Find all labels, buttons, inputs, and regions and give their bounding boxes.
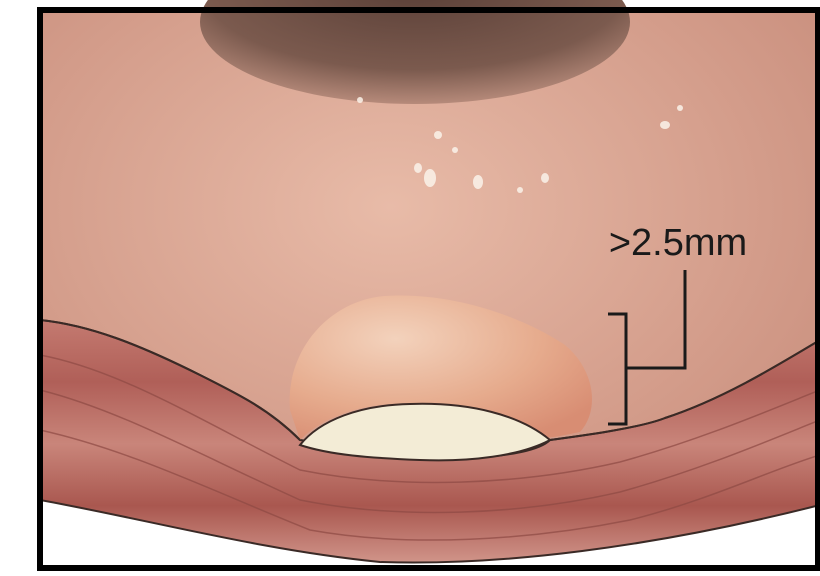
measurement-label: >2.5mm	[609, 222, 747, 264]
